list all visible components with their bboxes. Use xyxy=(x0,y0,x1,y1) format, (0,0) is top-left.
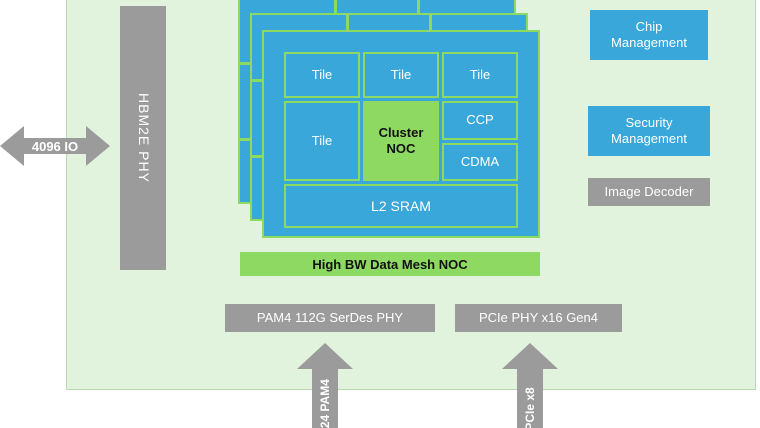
double-arrow-icon xyxy=(0,126,110,166)
pcie-phy-block: PCIe PHY x16 Gen4 xyxy=(455,304,622,332)
io-arrow-label: 4096 IO xyxy=(31,138,79,154)
pam4-arrow: x24 PAM4 xyxy=(297,343,353,428)
tile-block: Tile xyxy=(284,52,360,98)
chip-management-block: Chip Management xyxy=(590,10,708,60)
l2-sram-block: L2 SRAM xyxy=(284,184,518,228)
ccp-cdma-column: CCP CDMA xyxy=(442,101,518,181)
pcie-arrow: PCIe x8 xyxy=(502,343,558,428)
tile-block: Tile xyxy=(284,101,360,181)
mesh-noc-bar: High BW Data Mesh NOC xyxy=(240,252,540,276)
serdes-phy-block: PAM4 112G SerDes PHY xyxy=(225,304,435,332)
pam4-arrow-label: x24 PAM4 xyxy=(318,379,332,428)
ccp-block: CCP xyxy=(442,101,518,140)
hbm2e-phy-block: HBM2E PHY xyxy=(120,6,166,270)
up-arrow-icon xyxy=(502,343,558,428)
tile-block: Tile xyxy=(442,52,518,98)
pcie-arrow-label: PCIe x8 xyxy=(523,387,537,428)
cdma-block: CDMA xyxy=(442,142,518,181)
up-arrow-icon xyxy=(297,343,353,428)
image-decoder-block: Image Decoder xyxy=(588,178,710,206)
security-management-block: Security Management xyxy=(588,106,710,156)
io-arrow: 4096 IO xyxy=(0,116,110,176)
cluster-noc-block: Cluster NOC xyxy=(363,101,439,181)
tile-block: Tile xyxy=(363,52,439,98)
cluster-layer-front: Tile Tile Tile Tile Cluster NOC CCP CDMA… xyxy=(262,30,540,238)
